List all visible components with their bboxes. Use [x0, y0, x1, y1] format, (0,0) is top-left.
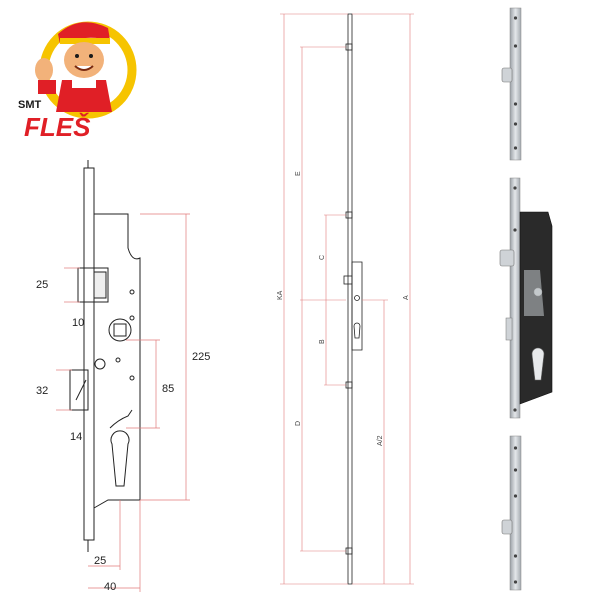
spindle-ring [108, 318, 132, 342]
dim-label-bolt-height: 32 [36, 385, 48, 397]
lock-case-drawing [69, 160, 141, 552]
logo-smile [74, 65, 94, 71]
rod-label-a: A [403, 295, 410, 300]
lock-point-bottom [345, 547, 353, 555]
deadbolt-hook [69, 369, 89, 411]
top-strip-plate [509, 7, 522, 161]
rod-label-ka: KA [277, 290, 284, 300]
bottom-strip-hole-3 [513, 494, 518, 498]
logo-eye-left [75, 54, 79, 58]
central-deadbolt [505, 317, 513, 341]
logo-thumb [35, 58, 53, 82]
rod-schematic [343, 13, 363, 585]
logo-brand: FLEŠ [24, 112, 91, 142]
rod-gearbox-spindle [354, 295, 360, 301]
rod-label-a2: A/2 [377, 435, 384, 446]
central-hole-2 [513, 228, 517, 232]
rod-label-d: D [295, 421, 302, 426]
rod-label-c: C [319, 255, 326, 260]
bottom-strip-bolt [501, 519, 513, 535]
logo-sleeve [38, 80, 56, 94]
top-strip-hole-5 [513, 146, 518, 150]
rod-gearbox-cylinder [353, 322, 361, 339]
screw-hole-5 [115, 357, 121, 363]
top-strip-hole-2 [513, 44, 518, 48]
rod-label-e: E [295, 171, 302, 176]
dim-label-225: 225 [192, 351, 210, 363]
dim-label-latch-depth: 10 [72, 317, 84, 329]
dim-label-40: 40 [104, 581, 116, 593]
faceplate-outline [83, 167, 95, 541]
brand-logo: SMT FLEŠ [18, 21, 137, 142]
bottom-strip-hole-5 [513, 580, 518, 584]
lock-point-upper [345, 211, 353, 219]
rod-label-b: B [319, 339, 326, 344]
top-strip-hole-4 [513, 122, 518, 126]
bottom-strip-hole-4 [513, 554, 518, 558]
central-hole-1 [513, 186, 517, 190]
central-cylinder [531, 347, 545, 381]
dim-label-bolt-depth: 14 [70, 431, 82, 443]
bottom-strip-hole-1 [513, 446, 518, 450]
logo-cap-band [60, 38, 110, 44]
screw-hole-3 [129, 375, 135, 381]
screw-hole-1 [129, 289, 135, 295]
top-strip-hole-1 [513, 16, 518, 20]
spindle-square [113, 323, 127, 337]
deadbolt-hook-curve [75, 379, 87, 401]
rod-dimensions [280, 13, 414, 585]
lock-point-lower [345, 381, 353, 389]
central-latch [499, 249, 515, 267]
dim-label-85: 85 [162, 383, 174, 395]
central-faceplate [509, 177, 521, 419]
dim-label-latch-height: 25 [36, 279, 48, 291]
lock-case-outline [93, 213, 141, 509]
top-locking-strip [501, 7, 522, 161]
rod-main [347, 13, 353, 585]
top-strip-bolt [501, 67, 513, 83]
bottom-locking-strip [501, 435, 522, 591]
logo-eye-right [89, 54, 93, 58]
central-hole-3 [513, 408, 517, 412]
latch-inner [93, 271, 107, 299]
lever-curve [109, 409, 133, 429]
rod-gearbox [351, 261, 363, 351]
rod-gearbox-latch [343, 275, 353, 285]
top-strip-hole-3 [513, 102, 518, 106]
logo-body [56, 80, 112, 112]
cylinder-cutout [110, 430, 130, 487]
logo-shirt [72, 78, 96, 88]
logo-prefix: SMT [18, 99, 42, 111]
lock-point-top [345, 43, 353, 51]
bottom-strip-hole-2 [513, 468, 518, 472]
latch-bolt [77, 267, 109, 303]
bottom-strip-plate [509, 435, 522, 591]
logo-face [64, 42, 104, 78]
screw-hole-4 [94, 358, 106, 370]
dim-label-backset: 25 [94, 555, 106, 567]
central-lock-unit [499, 177, 553, 419]
central-gear [524, 270, 544, 316]
lock-dimensions [56, 213, 190, 592]
screw-hole-2 [129, 315, 135, 321]
